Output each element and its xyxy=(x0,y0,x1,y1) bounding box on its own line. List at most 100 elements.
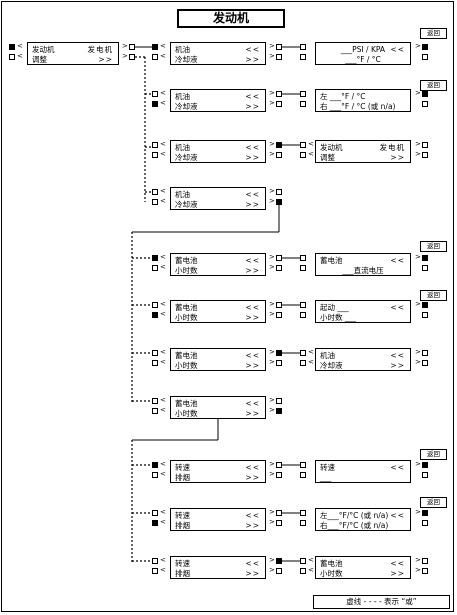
right-key-up[interactable] xyxy=(422,558,428,564)
result-left-key-down[interactable] xyxy=(300,101,306,107)
result-line2: 冷却液 xyxy=(320,361,343,370)
result-left-key-up[interactable] xyxy=(300,255,306,261)
menu-line2: 小时数 xyxy=(175,361,198,370)
result-left-key-down[interactable] xyxy=(300,312,306,318)
right-key-up[interactable] xyxy=(276,255,282,261)
left-key-down[interactable] xyxy=(152,568,158,574)
left-key-up[interactable] xyxy=(152,142,158,148)
right-key-up[interactable] xyxy=(276,91,282,97)
right-key-up-mark: > xyxy=(415,348,421,356)
right-key-down[interactable] xyxy=(422,265,428,271)
left-key-down[interactable] xyxy=(152,520,158,526)
left-key-up-mark: < xyxy=(160,508,166,516)
result-left-key-up[interactable] xyxy=(300,510,306,516)
left-key-up[interactable] xyxy=(152,398,158,404)
right-key-down[interactable] xyxy=(422,568,428,574)
right-key-up[interactable] xyxy=(422,350,428,356)
right-key-down[interactable] xyxy=(422,312,428,318)
right-key-up[interactable] xyxy=(276,189,282,195)
right-key-up[interactable] xyxy=(276,350,282,356)
result-down-arrow: >> xyxy=(390,153,405,162)
right-key-up[interactable] xyxy=(422,44,428,50)
right-key-up[interactable] xyxy=(276,302,282,308)
right-key-up[interactable] xyxy=(422,302,428,308)
result-up-arrow: << xyxy=(390,303,405,312)
right-key-down[interactable] xyxy=(276,408,282,414)
menu-line1: 转速 xyxy=(175,511,190,520)
right-key-down-mark: > xyxy=(415,566,421,574)
right-key-up[interactable] xyxy=(422,91,428,97)
result-left-key-down[interactable] xyxy=(300,568,306,574)
right-key-down[interactable] xyxy=(129,54,135,60)
right-key-up[interactable] xyxy=(276,510,282,516)
left-key-down[interactable] xyxy=(152,265,158,271)
right-key-down[interactable] xyxy=(276,265,282,271)
right-key-down-mark: > xyxy=(269,150,275,158)
left-key-up[interactable] xyxy=(9,44,15,50)
result-left-key-down[interactable] xyxy=(300,472,306,478)
diagram-title: 发动机 xyxy=(177,9,285,28)
right-key-up[interactable] xyxy=(276,44,282,50)
left-key-down[interactable] xyxy=(9,54,15,60)
result-left-key-up[interactable] xyxy=(300,350,306,356)
left-key-up[interactable] xyxy=(152,189,158,195)
right-key-up[interactable] xyxy=(129,44,135,50)
right-key-up[interactable] xyxy=(276,398,282,404)
right-key-up-mark: > xyxy=(415,556,421,564)
right-key-down[interactable] xyxy=(422,472,428,478)
result-left-key-down[interactable] xyxy=(300,152,306,158)
right-key-down[interactable] xyxy=(276,152,282,158)
right-key-up[interactable] xyxy=(276,142,282,148)
right-key-up[interactable] xyxy=(422,255,428,261)
left-key-down[interactable] xyxy=(152,472,158,478)
menu-down-arrow: >> xyxy=(245,409,260,418)
return-label: 返回 xyxy=(420,449,447,460)
result-left-key-up[interactable] xyxy=(300,558,306,564)
left-key-down[interactable] xyxy=(152,360,158,366)
left-key-up[interactable] xyxy=(152,255,158,261)
menu-box: 蓄电池 << 小时数 >> xyxy=(170,300,266,323)
right-key-down[interactable] xyxy=(276,520,282,526)
left-key-down[interactable] xyxy=(152,199,158,205)
result-left-key-up[interactable] xyxy=(300,462,306,468)
right-key-down[interactable] xyxy=(276,360,282,366)
result-left-key-up[interactable] xyxy=(300,142,306,148)
menu-up-arrow: << xyxy=(245,190,260,199)
result-left-key-up[interactable] xyxy=(300,44,306,50)
right-key-down[interactable] xyxy=(276,199,282,205)
right-key-down[interactable] xyxy=(276,54,282,60)
right-key-down[interactable] xyxy=(422,54,428,60)
right-key-down[interactable] xyxy=(276,312,282,318)
left-key-down[interactable] xyxy=(152,408,158,414)
left-key-down[interactable] xyxy=(152,312,158,318)
left-key-up[interactable] xyxy=(152,350,158,356)
result-left-key-down[interactable] xyxy=(300,265,306,271)
right-key-down[interactable] xyxy=(276,101,282,107)
right-key-up[interactable] xyxy=(276,558,282,564)
left-key-down[interactable] xyxy=(152,101,158,107)
right-key-down[interactable] xyxy=(276,472,282,478)
right-key-down[interactable] xyxy=(422,520,428,526)
right-key-up[interactable] xyxy=(422,510,428,516)
left-key-up[interactable] xyxy=(152,302,158,308)
left-key-up[interactable] xyxy=(152,44,158,50)
left-key-up[interactable] xyxy=(152,462,158,468)
result-left-key-down[interactable] xyxy=(300,360,306,366)
left-key-down[interactable] xyxy=(152,152,158,158)
right-key-down[interactable] xyxy=(422,101,428,107)
result-left-key-down[interactable] xyxy=(300,520,306,526)
right-key-up[interactable] xyxy=(276,462,282,468)
result-box: 机油 << 冷却液 >> xyxy=(315,348,411,371)
right-key-up[interactable] xyxy=(422,462,428,468)
left-key-up[interactable] xyxy=(152,510,158,516)
left-key-down[interactable] xyxy=(152,54,158,60)
left-key-up[interactable] xyxy=(152,91,158,97)
result-left-key-down[interactable] xyxy=(300,54,306,60)
right-key-down[interactable] xyxy=(276,568,282,574)
result-left-key-up[interactable] xyxy=(300,302,306,308)
right-key-down[interactable] xyxy=(422,360,428,366)
left-key-up[interactable] xyxy=(152,558,158,564)
right-key-down[interactable] xyxy=(422,152,428,158)
result-left-key-up[interactable] xyxy=(300,91,306,97)
right-key-up[interactable] xyxy=(422,142,428,148)
